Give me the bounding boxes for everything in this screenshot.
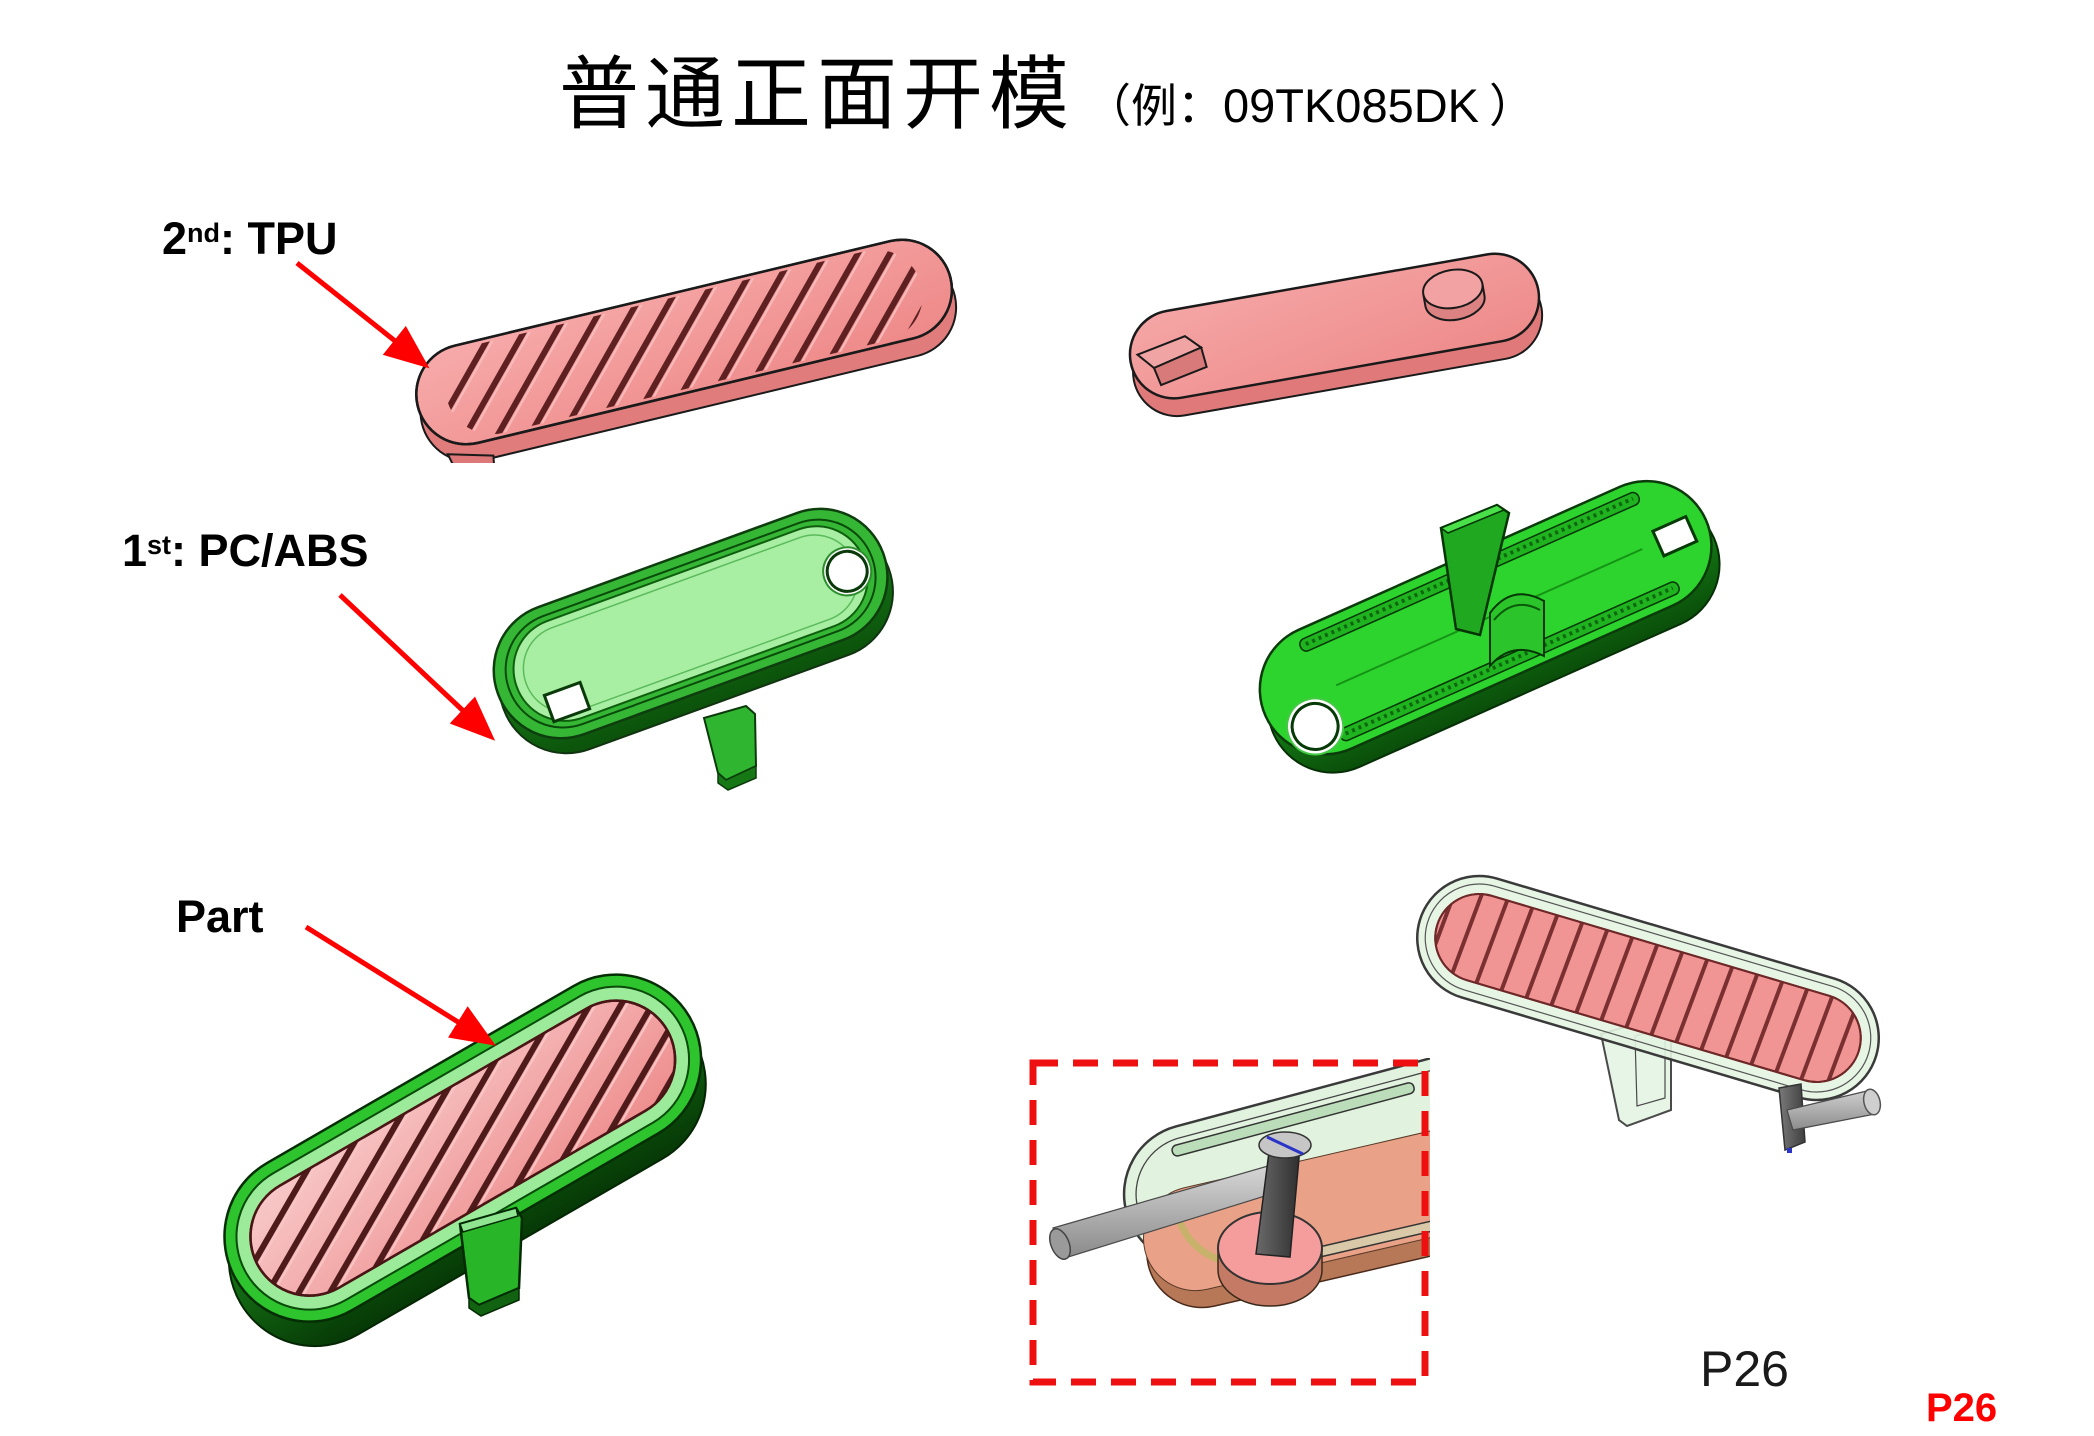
detail-gate-blue-mark	[1266, 1135, 1304, 1156]
gate-detail-callout-image	[1029, 1058, 1430, 1386]
assembled-tab	[458, 1206, 524, 1317]
tpu-top-body	[415, 238, 958, 463]
label-second-shot-suffix: : TPU	[220, 213, 338, 264]
page-number-footer: P26	[1926, 1386, 1998, 1430]
title-sub-close: ）	[1489, 81, 1536, 132]
title-sub-code: 09TK085DK	[1222, 79, 1480, 132]
label-second-shot-base: 2	[162, 213, 188, 264]
pcabs-frame-bottom-view-image	[1258, 479, 1721, 774]
label-second-shot-sup: nd	[187, 217, 221, 248]
label-first-shot-suffix: : PC/ABS	[171, 525, 369, 576]
sprue-blue-mark	[1787, 1148, 1792, 1153]
tpu-boss-top	[1422, 268, 1484, 310]
frame-top-square-hole	[542, 680, 592, 724]
frame-top-round-hole	[825, 549, 869, 593]
label-part: Part	[176, 891, 264, 942]
arrow-pcabs	[338, 593, 496, 741]
page-number: P26	[1700, 1341, 1789, 1397]
frame-bottom-boss	[1489, 593, 1545, 669]
pcabs-frame-top-view-image	[492, 507, 894, 791]
assembled-body	[223, 973, 707, 1348]
label-first-shot-base: 1	[122, 525, 148, 576]
assembled-part-view-image	[223, 973, 707, 1348]
label-second-shot-tpu: 2nd: TPU	[162, 216, 338, 261]
frame-bottom-round-hole	[1290, 701, 1340, 751]
sprue-runner	[1778, 1083, 1882, 1153]
assembly-with-sprue-view-image	[1415, 874, 1882, 1153]
page-title: 普通正面开模 （例： 09TK085DK ）	[0, 30, 2094, 146]
detail-runner-rod	[1048, 1165, 1279, 1260]
tpu-bottom-body	[1128, 252, 1544, 418]
frame-bottom-fin	[1439, 503, 1511, 637]
sprue-assembly-body	[1415, 874, 1881, 1102]
title-sub-open: （例：	[1084, 81, 1223, 132]
tpu-part-bottom-view-image	[1128, 252, 1544, 418]
label-first-shot-pcabs: 1st: PC/ABS	[122, 528, 369, 573]
title-main: 普通正面开模	[558, 52, 1075, 140]
tpu-tab-side	[1152, 346, 1208, 387]
red-dashed-callout-box	[1029, 1059, 1429, 1386]
tpu-part-top-view-image	[415, 238, 958, 463]
frame-top-body	[492, 507, 894, 755]
frame-top-tab	[702, 704, 758, 791]
detail-gate-pin	[1255, 1131, 1312, 1258]
label-first-shot-sup: st	[147, 529, 172, 560]
frame-bottom-square-hole	[1650, 514, 1699, 558]
